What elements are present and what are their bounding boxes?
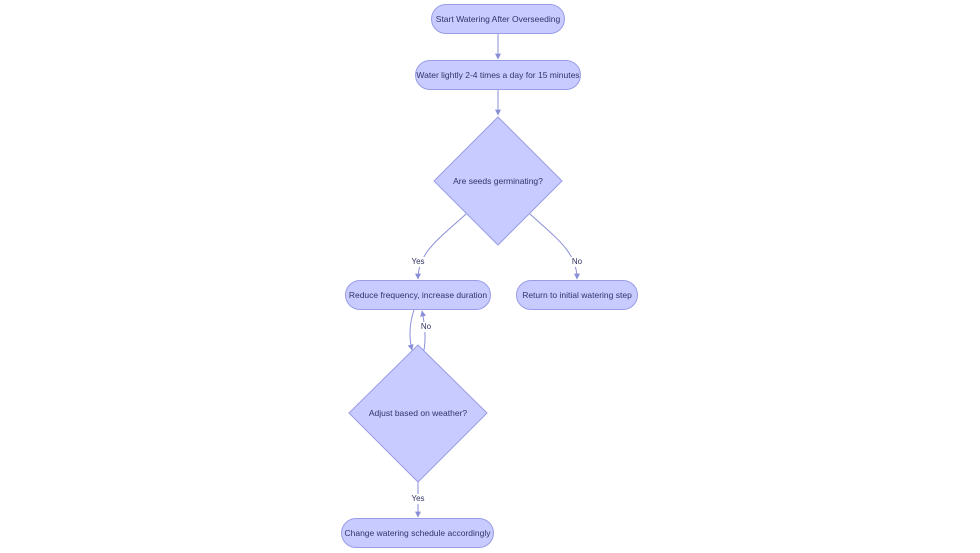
node-adjust-label: Adjust based on weather?: [368, 408, 468, 418]
edge-germinating-yes: [415, 213, 467, 280]
node-germinating-label: Are seeds germinating?: [453, 176, 543, 186]
edge-label-adjust-yes: Yes: [410, 494, 426, 504]
edge-germinating-no: [529, 213, 580, 280]
edge-label-adjust-no: No: [419, 322, 433, 332]
edge-label-germinating-no: No: [570, 257, 584, 267]
edge-reduce-to-adjust: [407, 309, 415, 351]
node-water-lightly: Water lightly 2-4 times a day for 15 min…: [415, 60, 581, 90]
decision-germinating-shape: [433, 116, 563, 246]
node-reduce: Reduce frequency, increase duration: [345, 280, 491, 310]
node-return: Return to initial watering step: [516, 280, 638, 310]
node-change: Change watering schedule accordingly: [341, 518, 494, 548]
decision-adjust-shape: [348, 344, 488, 483]
edge-label-germinating-yes: Yes: [410, 257, 426, 267]
node-start: Start Watering After Overseeding: [431, 4, 565, 34]
